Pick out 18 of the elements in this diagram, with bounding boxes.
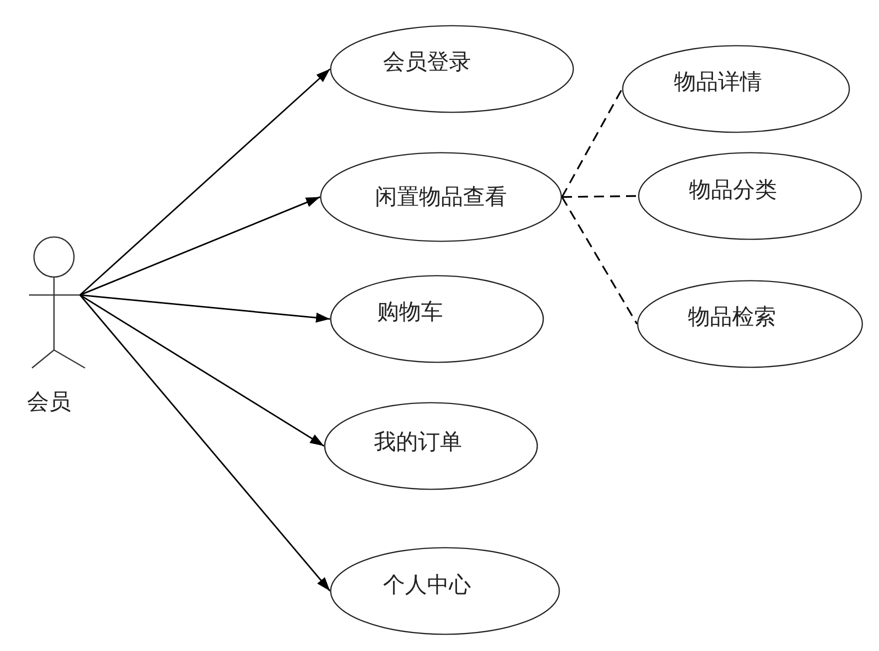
use-case-ellipse: 物品详情 (622, 45, 850, 133)
arrow (80, 68, 330, 296)
use-case-ellipse: 物品分类 (638, 152, 862, 240)
dashed-line (561, 88, 623, 198)
actor-label: 会员 (27, 389, 71, 415)
arrow (80, 196, 320, 296)
arrow (80, 294, 330, 323)
use-case-ellipse: 物品检索 (637, 280, 863, 368)
use-case-ellipse: 闲置物品查看 (320, 152, 562, 242)
stick-figure (28, 236, 86, 370)
use-case-ellipse: 会员登录 (330, 25, 574, 113)
arrow (79, 294, 331, 592)
dashed-line (562, 195, 638, 198)
use-case-ellipse: 个人中心 (330, 547, 560, 635)
use-case-ellipse: 我的订单 (324, 402, 538, 490)
arrow (80, 294, 324, 447)
use-case-ellipse: 购物车 (330, 275, 544, 363)
dashed-line (561, 196, 638, 324)
